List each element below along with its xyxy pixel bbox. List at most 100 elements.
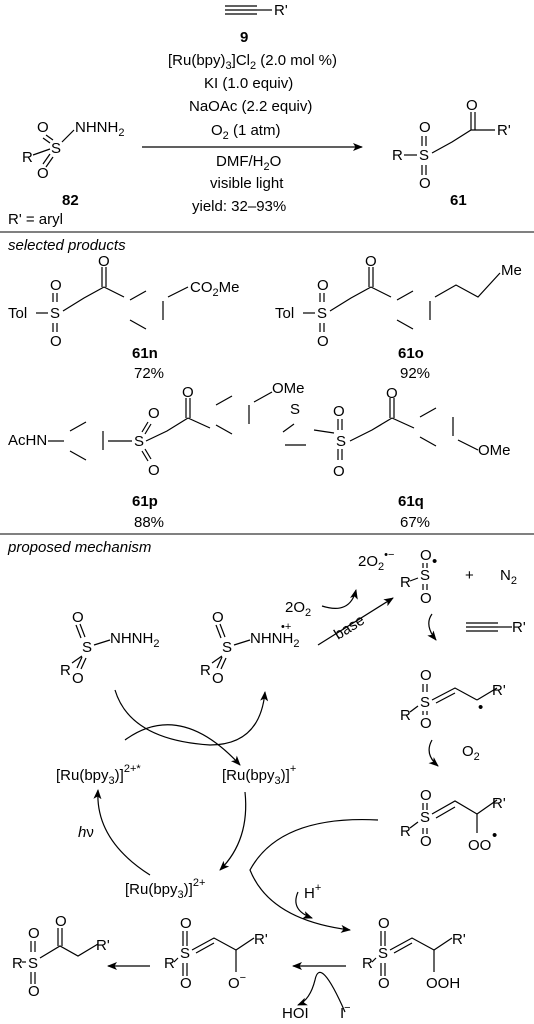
svg-text:O: O <box>50 333 62 350</box>
svg-text:O: O <box>212 670 224 687</box>
proposed-mechanism-heading: proposed mechanism <box>7 539 151 556</box>
svg-text:R: R <box>60 662 71 679</box>
svg-text:61: 61 <box>450 192 467 209</box>
svg-text:O: O <box>180 915 192 932</box>
svg-text:O: O <box>55 913 67 930</box>
svg-text:NHNH2: NHNH2 <box>75 119 124 139</box>
proton: H+ <box>304 882 321 902</box>
sulfonyl-radical: O O R S • + N2 <box>400 547 517 607</box>
ru-ground: [Ru(bpy3)]2+ <box>125 877 205 901</box>
o2-addition-arrow <box>428 739 439 767</box>
two-o2: 2O2 <box>285 599 311 619</box>
svg-text:O: O <box>212 609 224 626</box>
alkyne-mechanism: R' <box>466 619 526 636</box>
svg-text:O: O <box>180 975 192 992</box>
svg-text:OMe: OMe <box>478 442 511 459</box>
svg-text:O: O <box>148 462 160 479</box>
svg-text:61q: 61q <box>398 493 424 510</box>
svg-text:O: O <box>466 97 478 114</box>
svg-text:O: O <box>420 667 432 684</box>
electron-transfer-arrow <box>249 818 379 933</box>
svg-text:O: O <box>365 253 377 270</box>
svg-text:+: + <box>465 567 474 584</box>
svg-text:R': R' <box>492 682 506 699</box>
svg-text:S: S <box>420 809 430 826</box>
svg-text:S: S <box>420 694 430 711</box>
svg-text:S: S <box>51 140 61 157</box>
svg-text:R: R <box>400 823 411 840</box>
yield-range: yield: 32–93% <box>192 198 286 215</box>
hydrazide-radical-cation: O R S O NHNH2 •+ <box>200 609 299 687</box>
svg-text:88%: 88% <box>134 514 164 531</box>
svg-text:O: O <box>28 925 40 942</box>
oxidation-arrow <box>114 689 269 746</box>
svg-text:S: S <box>336 433 346 450</box>
svg-text:R: R <box>22 149 33 166</box>
iodide-curved-arrow <box>297 971 346 1013</box>
svg-text:R: R <box>400 707 411 724</box>
svg-text:NHNH2: NHNH2 <box>250 630 299 650</box>
svg-text:O: O <box>148 405 160 422</box>
svg-text:R: R <box>400 574 411 591</box>
product-61o: Tol S O O O Me 61o 92% <box>275 253 522 382</box>
svg-text:61o: 61o <box>398 345 424 362</box>
reagent-number: 9 <box>240 29 248 46</box>
svg-text:S: S <box>420 567 430 584</box>
svg-text:S: S <box>180 945 190 962</box>
svg-text:•: • <box>432 553 437 570</box>
svg-text:O: O <box>420 547 432 564</box>
svg-text:S: S <box>419 147 429 164</box>
svg-text:S: S <box>378 945 388 962</box>
ru-excited: [Ru(bpy3)]2+* <box>56 763 141 787</box>
svg-text:72%: 72% <box>134 365 164 382</box>
svg-text:O: O <box>333 403 345 420</box>
o2-to-superoxide-arrow <box>321 589 358 609</box>
svg-text:67%: 67% <box>400 514 430 531</box>
protonation-arrow <box>295 891 313 919</box>
svg-text:R': R' <box>492 795 506 812</box>
svg-text:OMe: OMe <box>272 380 305 397</box>
hoi: HOI <box>282 1005 309 1022</box>
ki-reagent: KI (1.0 equiv) <box>204 75 293 92</box>
svg-text:O: O <box>317 333 329 350</box>
catalyst: [Ru(bpy)3]Cl2 (2.0 mol %) <box>168 52 337 72</box>
svg-text:Tol: Tol <box>8 305 27 322</box>
svg-text:O: O <box>182 384 194 401</box>
base-arrow <box>317 597 394 646</box>
svg-text:S: S <box>28 955 38 972</box>
svg-text:O: O <box>420 590 432 607</box>
hydroperoxide: O R S O R' OOH <box>362 915 466 992</box>
product-61p: AcHN S O O O OMe 61p 88% <box>8 380 305 531</box>
base-label: base <box>331 612 368 644</box>
svg-text:OO: OO <box>468 837 491 854</box>
svg-text:R: R <box>392 147 403 164</box>
svg-text:•: • <box>492 827 497 844</box>
svg-text:R: R <box>362 955 373 972</box>
svg-text:61n: 61n <box>132 345 158 362</box>
svg-text:AcHN: AcHN <box>8 432 47 449</box>
svg-text:S: S <box>82 639 92 656</box>
selected-products-heading: selected products <box>8 237 126 254</box>
svg-text:R: R <box>200 662 211 679</box>
svg-text:R: R <box>164 955 175 972</box>
peroxyl-radical: O R S O R' OO • <box>400 787 506 854</box>
svg-text:O: O <box>98 253 110 270</box>
svg-text:R': R' <box>254 931 268 948</box>
svg-text:OOH: OOH <box>426 975 460 992</box>
product-61n: Tol S O O O CO2Me 61n 72% <box>8 253 239 382</box>
o2-label: O2 <box>462 743 480 763</box>
svg-text:Tol: Tol <box>275 305 294 322</box>
svg-text:O: O <box>72 609 84 626</box>
svg-text:O: O <box>37 119 49 136</box>
svg-text:S: S <box>290 401 300 418</box>
alkyne-reagent-9: R' <box>225 2 288 19</box>
svg-text:R': R' <box>512 619 526 636</box>
svg-text:O: O <box>37 165 49 182</box>
svg-text:O: O <box>378 915 390 932</box>
svg-text:R': R' <box>452 931 466 948</box>
svg-text:R: R <box>12 955 23 972</box>
svg-text:O: O <box>419 175 431 192</box>
svg-text:O: O <box>386 385 398 402</box>
svg-text:O−: O− <box>228 972 246 992</box>
